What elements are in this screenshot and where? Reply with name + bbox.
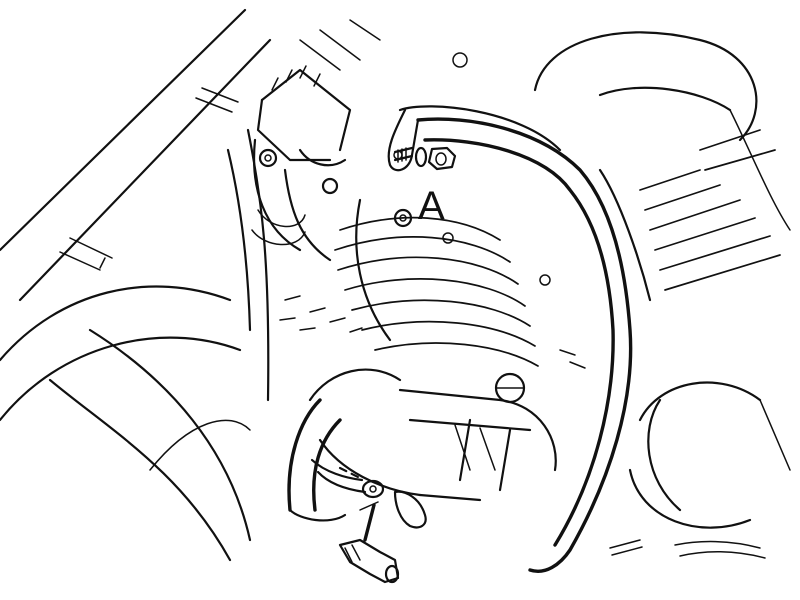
cylinder-head [334, 105, 562, 367]
crankcase [308, 368, 557, 502]
upper-mount-bracket [387, 108, 420, 172]
shading-marks [279, 295, 586, 369]
alternator-cover [609, 381, 791, 559]
right-cylinder-fins [598, 129, 781, 302]
crash-bar [287, 117, 633, 573]
steering-head-assembly [251, 19, 381, 262]
callout-label-a: A [418, 184, 445, 228]
front-fender [0, 285, 252, 562]
mount-bolt-a [393, 146, 457, 171]
lower-mount-bolt [310, 458, 427, 584]
fuel-tank [452, 31, 791, 231]
